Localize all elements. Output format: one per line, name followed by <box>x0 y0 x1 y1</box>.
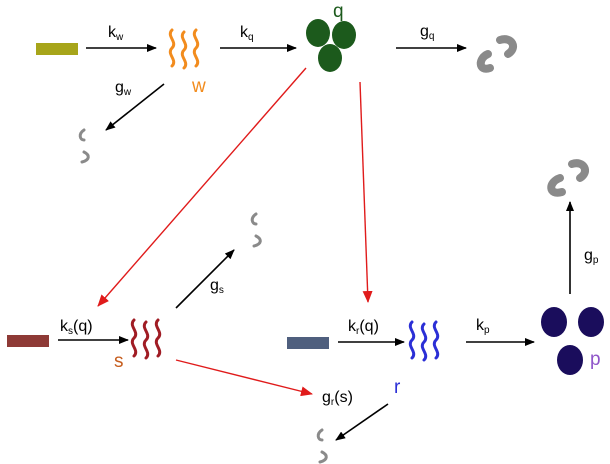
degraded-p-icon <box>547 159 589 197</box>
regulation-s-to-gr <box>175 359 313 397</box>
rate-label-gq: gq <box>420 23 434 42</box>
mrna-s-icon <box>130 318 162 360</box>
degraded-w-icon <box>78 128 90 164</box>
arrow-gs <box>175 249 235 309</box>
species-label-s: s <box>114 351 124 372</box>
rate-label-kr: kr(q) <box>348 318 379 337</box>
gene-w-bar-icon <box>36 43 78 55</box>
rate-label-gs: gs <box>210 277 224 296</box>
gene-s-bar-icon <box>7 335 49 347</box>
mrna-w-icon <box>168 28 200 70</box>
species-label-q: q <box>333 1 344 22</box>
rate-label-kq: kq <box>240 24 254 43</box>
protein-p-icon <box>541 307 604 375</box>
mrna-r-icon <box>408 320 440 362</box>
rate-label-gp: gp <box>584 247 599 266</box>
species-label-r: r <box>394 377 401 398</box>
degraded-s-icon <box>250 212 262 248</box>
regulation-q-to-ks <box>97 67 307 307</box>
species-label-w: w <box>191 76 206 97</box>
rate-label-ks: ks(q) <box>60 318 93 337</box>
protein-q-icon <box>306 19 356 72</box>
gene-r-bar-icon <box>287 337 329 349</box>
degraded-r-icon <box>316 428 328 464</box>
rate-label-gr: gr(s) <box>322 389 353 408</box>
arrow-gw <box>105 83 165 131</box>
arrow-gr <box>335 403 389 441</box>
rate-label-kp: kp <box>476 317 490 336</box>
species-label-p: p <box>590 349 601 370</box>
degraded-q-icon <box>476 35 517 73</box>
rate-label-gw: gw <box>115 79 132 98</box>
regulation-q-to-kr <box>359 81 373 303</box>
rate-label-kw: kw <box>108 24 124 43</box>
